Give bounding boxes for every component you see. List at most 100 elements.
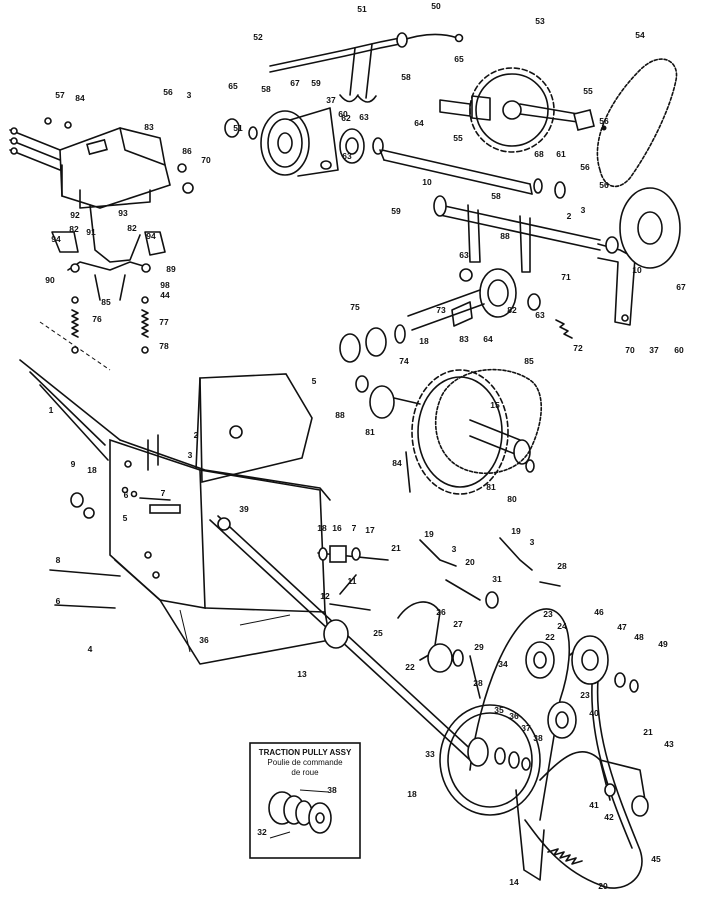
part-callout-5: 5 (312, 376, 317, 386)
part-callout-80: 80 (507, 494, 517, 504)
part-callout-36: 36 (509, 711, 519, 721)
part-callout-86: 86 (182, 146, 192, 156)
part-callout-73: 73 (436, 305, 446, 315)
part-callout-68: 68 (534, 149, 544, 159)
traction-pulley-hub (467, 737, 531, 771)
part-callout-38: 38 (533, 733, 543, 743)
frame-hardware-left (49, 434, 171, 609)
part-callout-18: 18 (407, 789, 417, 799)
part-callout-29: 29 (474, 642, 484, 652)
part-callout-81: 81 (486, 482, 496, 492)
part-callout-18: 18 (87, 465, 97, 475)
part-callout-84: 84 (392, 458, 402, 468)
part-callout-15: 15 (490, 400, 500, 410)
part-callout-83: 83 (144, 122, 154, 132)
part-callout-48: 48 (634, 632, 644, 642)
part-callout-23: 23 (580, 690, 590, 700)
part-callout-94: 94 (146, 231, 156, 241)
part-callout-70: 70 (625, 345, 635, 355)
part-callout-18: 18 (419, 336, 429, 346)
part-callout-31: 31 (492, 574, 502, 584)
part-callout-75: 75 (350, 302, 360, 312)
part-callout-94: 94 (51, 234, 61, 244)
part-callout-16: 16 (332, 523, 342, 533)
part-callout-82: 82 (69, 224, 79, 234)
part-callout-3: 3 (187, 90, 192, 100)
part-callout-88: 88 (500, 231, 510, 241)
part-callout-23: 23 (543, 609, 553, 619)
part-callout-72: 72 (573, 343, 583, 353)
bearings-75-74 (339, 324, 406, 363)
inset-title: TRACTION PULLY ASSY (259, 748, 352, 757)
part-callout-59: 59 (391, 206, 401, 216)
idler-pulleys-23 (525, 635, 639, 739)
part-callout-8: 8 (56, 555, 61, 565)
part-callout-20: 20 (465, 557, 475, 567)
part-callout-28: 28 (557, 561, 567, 571)
part-callout-9: 9 (71, 459, 76, 469)
part-callout-13: 13 (297, 669, 307, 679)
part-callout-22: 22 (545, 632, 555, 642)
part-callout-55: 55 (453, 133, 463, 143)
part-callout-7: 7 (352, 523, 357, 533)
part-callout-76: 76 (92, 314, 102, 324)
part-callout-21: 21 (391, 543, 401, 553)
part-callout-61: 61 (556, 149, 566, 159)
part-callout-63: 63 (459, 250, 469, 260)
inset-subtitle-line1: Poulie de commande (267, 758, 343, 767)
drive-belt-33 (439, 608, 571, 821)
part-callout-83: 83 (459, 334, 469, 344)
part-callout-51: 51 (357, 4, 367, 14)
part-callout-41: 41 (589, 800, 599, 810)
auger-gear-83 (411, 369, 535, 495)
part-callout-21: 21 (643, 727, 653, 737)
bracket-frame-58 (433, 195, 636, 326)
main-frame-housing (19, 359, 331, 665)
part-callout-60: 60 (674, 345, 684, 355)
part-callout-19: 19 (511, 526, 521, 536)
part-callout-6: 6 (124, 490, 129, 500)
part-callout-2: 2 (194, 430, 199, 440)
part-callout-56: 56 (580, 162, 590, 172)
part-callout-4: 4 (88, 644, 93, 654)
axle-13 (209, 515, 479, 761)
part-callout-12: 12 (320, 591, 330, 601)
part-callout-37: 37 (649, 345, 659, 355)
part-callout-17: 17 (365, 525, 375, 535)
gearbox-82-shaft-73 (407, 268, 573, 339)
part-callout-58: 58 (491, 191, 501, 201)
part-callout-45: 45 (651, 854, 661, 864)
part-callout-56: 56 (599, 116, 609, 126)
pulley-67 (224, 107, 339, 177)
part-callout-34: 34 (498, 659, 508, 669)
part-callout-59: 59 (311, 78, 321, 88)
part-callout-93: 93 (118, 208, 128, 218)
bearing-55-top (573, 109, 607, 131)
part-callout-71: 71 (561, 272, 571, 282)
part-callout-40: 40 (589, 708, 599, 718)
part-callout-38: 38 (327, 785, 337, 795)
hex-shaft-55 (379, 149, 566, 199)
part-callout-57: 57 (55, 90, 65, 100)
lever-arm-26 (397, 601, 481, 699)
chain-85 (434, 368, 543, 475)
part-callout-82: 82 (507, 305, 517, 315)
part-callout-63: 63 (535, 310, 545, 320)
part-callout-98: 98 (160, 280, 170, 290)
part-callout-62: 62 (341, 113, 351, 123)
part-callout-56: 56 (163, 87, 173, 97)
part-callout-54: 54 (635, 30, 645, 40)
part-callout-20: 20 (598, 881, 608, 891)
part-callout-1: 1 (49, 405, 54, 415)
part-callout-78: 78 (159, 341, 169, 351)
part-callout-60: 60 (338, 109, 348, 119)
inset-subtitle-line2: de roue (291, 768, 319, 777)
part-callout-64: 64 (414, 118, 424, 128)
part-callout-26: 26 (436, 607, 446, 617)
part-callout-89: 89 (166, 264, 176, 274)
part-callout-84: 84 (75, 93, 85, 103)
springs-76-77 (39, 296, 149, 371)
part-callout-3: 3 (581, 205, 586, 215)
